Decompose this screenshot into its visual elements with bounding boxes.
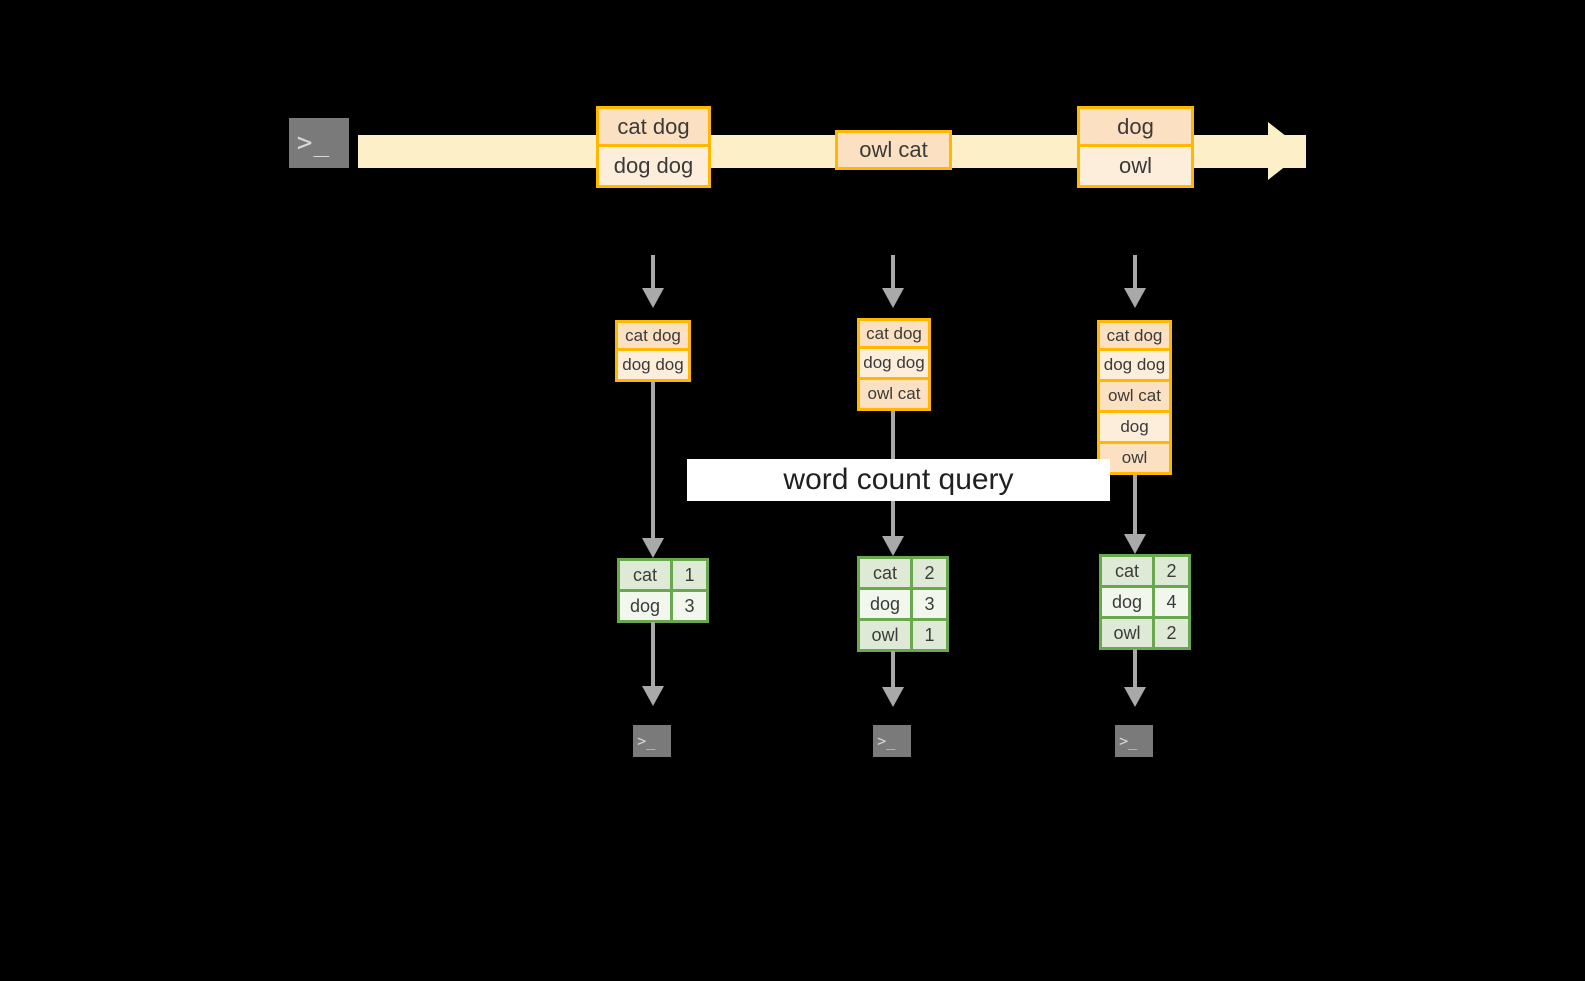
result-word: dog [860, 590, 910, 618]
accumulated-event[interactable]: dog dog [857, 349, 931, 380]
query-flow-arrowhead-3 [1124, 534, 1146, 554]
snapshot-tap-arrowhead-2 [882, 288, 904, 308]
stream-event-group-3: dog owl [1077, 106, 1194, 188]
sink-terminal-icon-1[interactable]: >_ [625, 717, 679, 765]
result-word: dog [1102, 588, 1152, 616]
accumulated-event[interactable]: owl cat [857, 380, 931, 411]
snapshot-tap-arrowhead-3 [1124, 288, 1146, 308]
accumulated-event[interactable]: cat dog [857, 318, 931, 349]
result-word: cat [860, 559, 910, 587]
result-word: owl [860, 621, 910, 649]
stream-event[interactable]: owl [1077, 147, 1194, 188]
sink-flow-arrowhead-3 [1124, 687, 1146, 707]
terminal-prompt-glyph: >_ [296, 128, 331, 158]
sink-flow-line-1 [651, 622, 655, 690]
sink-flow-arrowhead-1 [642, 686, 664, 706]
query-flow-line-3 [1133, 475, 1137, 538]
query-flow-line-1 [651, 382, 655, 542]
query-label: word count query [687, 459, 1110, 501]
stream-event[interactable]: cat dog [596, 106, 711, 147]
result-count: 2 [913, 559, 946, 587]
stream-event-group-2: owl cat [835, 130, 952, 170]
accumulated-event[interactable]: cat dog [615, 320, 691, 351]
result-count: 1 [673, 561, 706, 589]
stream-event[interactable]: dog dog [596, 147, 711, 188]
accumulated-events-3: cat dog dog dog owl cat dog owl [1097, 320, 1172, 475]
accumulated-events-2: cat dog dog dog owl cat [857, 318, 931, 411]
accumulated-event[interactable]: dog [1097, 413, 1172, 444]
sink-terminal-icon-3[interactable]: >_ [1107, 717, 1161, 765]
accumulated-event[interactable]: dog dog [615, 351, 691, 382]
result-word: owl [1102, 619, 1152, 647]
table-row[interactable]: dog 4 [1102, 588, 1188, 616]
result-table-1: cat 1 dog 3 [617, 558, 709, 623]
snapshot-tap-line-1 [651, 255, 655, 290]
result-count: 4 [1155, 588, 1188, 616]
result-count: 3 [913, 590, 946, 618]
accumulated-event[interactable]: owl cat [1097, 382, 1172, 413]
result-count: 2 [1155, 557, 1188, 585]
terminal-prompt-glyph: >_ [877, 731, 896, 750]
result-word: cat [620, 561, 670, 589]
stream-event[interactable]: owl cat [835, 130, 952, 170]
snapshot-tap-line-2 [891, 255, 895, 290]
table-row[interactable]: dog 3 [620, 592, 706, 620]
accumulated-events-1: cat dog dog dog [615, 320, 691, 382]
query-flow-arrowhead-2 [882, 536, 904, 556]
snapshot-tap-line-3 [1133, 255, 1137, 290]
terminal-prompt-glyph: >_ [1119, 731, 1138, 750]
sink-terminal-icon-2[interactable]: >_ [865, 717, 919, 765]
result-table-2: cat 2 dog 3 owl 1 [857, 556, 949, 652]
stream-event[interactable]: dog [1077, 106, 1194, 147]
table-row[interactable]: cat 1 [620, 561, 706, 589]
sink-flow-line-2 [891, 651, 895, 691]
query-flow-arrowhead-1 [642, 538, 664, 558]
table-row[interactable]: dog 3 [860, 590, 946, 618]
table-row[interactable]: cat 2 [1102, 557, 1188, 585]
result-table-3: cat 2 dog 4 owl 2 [1099, 554, 1191, 650]
result-count: 2 [1155, 619, 1188, 647]
source-terminal-icon[interactable]: >_ [278, 107, 360, 179]
result-word: cat [1102, 557, 1152, 585]
accumulated-event[interactable]: dog dog [1097, 351, 1172, 382]
accumulated-event[interactable]: cat dog [1097, 320, 1172, 351]
sink-flow-line-3 [1133, 649, 1137, 691]
terminal-prompt-glyph: >_ [637, 731, 656, 750]
result-count: 1 [913, 621, 946, 649]
stream-arrowhead [1268, 122, 1305, 180]
result-word: dog [620, 592, 670, 620]
result-count: 3 [673, 592, 706, 620]
table-row[interactable]: cat 2 [860, 559, 946, 587]
table-row[interactable]: owl 1 [860, 621, 946, 649]
stream-event-group-1: cat dog dog dog [596, 106, 711, 188]
snapshot-tap-arrowhead-1 [642, 288, 664, 308]
table-row[interactable]: owl 2 [1102, 619, 1188, 647]
sink-flow-arrowhead-2 [882, 687, 904, 707]
